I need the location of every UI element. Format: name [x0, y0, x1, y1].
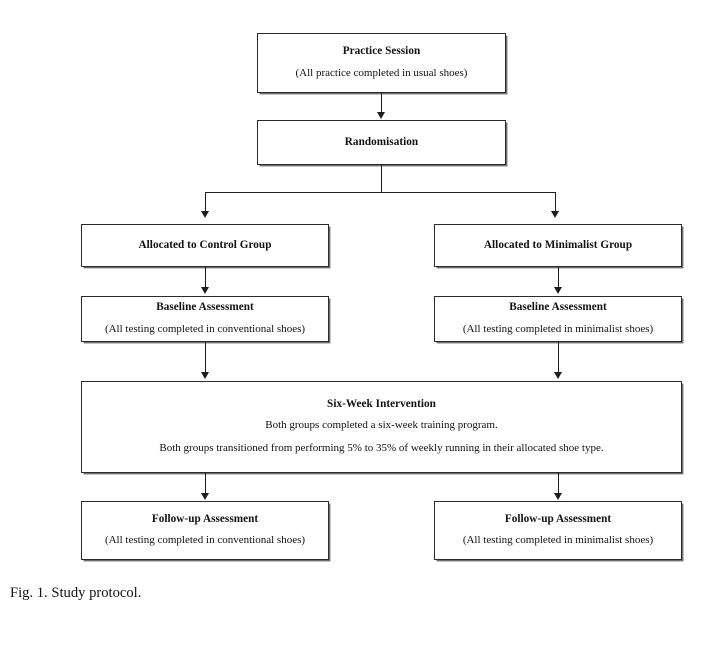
- arrowhead-to-intervention-right: [553, 372, 562, 379]
- node-allocated-minimalist-group-title: Allocated to Minimalist Group: [483, 238, 633, 251]
- arrowhead-to-allocated-control: [200, 211, 209, 218]
- node-practice-session-title: Practice Session: [342, 45, 421, 58]
- node-baseline-assessment-minimalist: Baseline Assessment (All testing complet…: [434, 296, 682, 342]
- node-six-week-intervention-title: Six-Week Intervention: [327, 398, 436, 410]
- arrowhead-to-baseline-minimalist: [553, 287, 562, 294]
- node-baseline-assessment-minimalist-title: Baseline Assessment: [509, 301, 607, 314]
- connector-split-left-drop: [204, 192, 206, 212]
- connector-minimalist-baseline-to-intervention: [557, 342, 559, 373]
- arrowhead-to-followup-minimalist: [553, 493, 562, 500]
- node-six-week-intervention: Six-Week Intervention Both groups comple…: [81, 381, 682, 473]
- node-six-week-intervention-line-1: Both groups completed a six-week trainin…: [265, 419, 498, 432]
- node-allocated-control-group-title: Allocated to Control Group: [138, 238, 272, 251]
- node-six-week-intervention-line-2: Both groups transitioned from performing…: [159, 442, 604, 455]
- figure-caption: Fig. 1. Study protocol.: [10, 585, 142, 601]
- connector-control-baseline-to-intervention: [204, 342, 206, 373]
- arrowhead-to-randomisation: [376, 112, 385, 119]
- node-practice-session-subtitle: (All practice completed in usual shoes): [295, 66, 468, 79]
- connector-minimalist-allocation-to-baseline: [557, 267, 559, 288]
- arrowhead-to-allocated-minimalist: [550, 211, 559, 218]
- node-followup-assessment-control-subtitle: (All testing completed in conventional s…: [104, 534, 306, 547]
- connector-intervention-to-followup-control: [204, 473, 206, 494]
- node-followup-assessment-control: Follow-up Assessment (All testing comple…: [81, 501, 329, 560]
- node-followup-assessment-minimalist-title: Follow-up Assessment: [504, 512, 612, 525]
- connector-split-bar: [205, 192, 556, 194]
- node-practice-session: Practice Session (All practice completed…: [257, 33, 506, 93]
- connector-practice-to-randomisation: [380, 93, 382, 113]
- connector-intervention-to-followup-minimalist: [557, 473, 559, 494]
- arrowhead-to-baseline-control: [200, 287, 209, 294]
- node-followup-assessment-control-title: Follow-up Assessment: [151, 512, 259, 525]
- connector-split-right-drop: [554, 192, 556, 212]
- node-baseline-assessment-minimalist-subtitle: (All testing completed in minimalist sho…: [462, 322, 654, 335]
- arrowhead-to-followup-control: [200, 493, 209, 500]
- node-allocated-minimalist-group: Allocated to Minimalist Group: [434, 224, 682, 267]
- connector-control-allocation-to-baseline: [204, 267, 206, 288]
- node-followup-assessment-minimalist-subtitle: (All testing completed in minimalist sho…: [462, 534, 654, 547]
- node-randomisation: Randomisation: [257, 120, 506, 165]
- node-baseline-assessment-control-subtitle: (All testing completed in conventional s…: [104, 322, 306, 335]
- node-followup-assessment-minimalist: Follow-up Assessment (All testing comple…: [434, 501, 682, 560]
- node-baseline-assessment-control-title: Baseline Assessment: [156, 301, 254, 314]
- node-randomisation-title: Randomisation: [344, 135, 419, 148]
- arrowhead-to-intervention-left: [200, 372, 209, 379]
- node-allocated-control-group: Allocated to Control Group: [81, 224, 329, 267]
- node-baseline-assessment-control: Baseline Assessment (All testing complet…: [81, 296, 329, 342]
- connector-randomisation-stem: [380, 165, 382, 193]
